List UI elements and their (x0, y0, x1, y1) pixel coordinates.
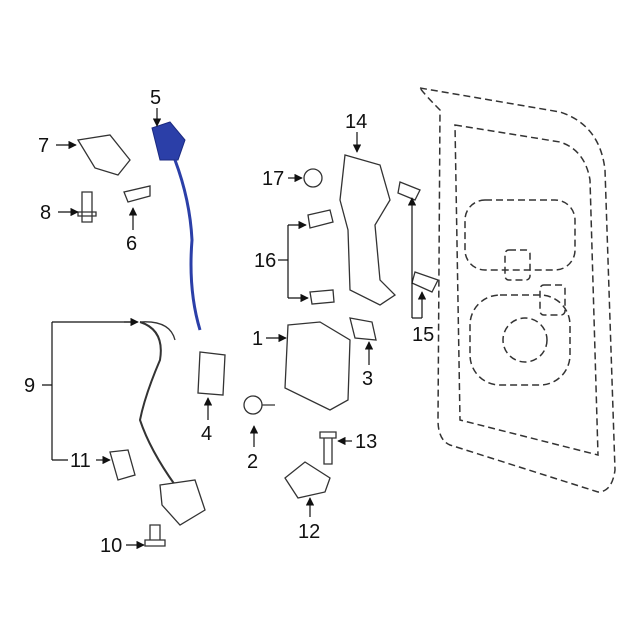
callout-9: 9 (24, 375, 35, 397)
callout-1: 1 (252, 328, 263, 350)
part-4-pad (197, 351, 226, 396)
part-6-bolt (123, 185, 151, 203)
part-1-module (284, 321, 351, 411)
part-7-bracket (76, 134, 131, 176)
callout-8: 8 (40, 202, 51, 224)
callout-15: 15 (412, 324, 434, 346)
callout-17: 17 (262, 168, 284, 190)
callout-3: 3 (362, 368, 373, 390)
part-16-bolt-upper (307, 209, 334, 229)
callout-6: 6 (126, 233, 137, 255)
callout-5: 5 (150, 87, 161, 109)
part-9-cable-assembly (138, 321, 206, 526)
part-5-cable-handle (151, 121, 202, 331)
callout-10: 10 (100, 535, 122, 557)
part-13-bolt (319, 431, 337, 465)
leader-lines (42, 108, 427, 550)
callout-4: 4 (201, 423, 212, 445)
part-8-bolt (77, 191, 97, 223)
callout-2: 2 (247, 451, 258, 473)
callout-13: 13 (355, 431, 377, 453)
part-15-bolt-upper (397, 181, 421, 201)
callout-11: 11 (70, 450, 91, 472)
part-3-clip (349, 317, 377, 341)
part-14-hinge (339, 154, 397, 306)
callout-16: 16 (254, 250, 276, 272)
part-11-clip (109, 449, 136, 481)
part-2-bolt (243, 395, 275, 415)
part-10-pin (144, 524, 166, 547)
callout-7: 7 (38, 135, 49, 157)
part-16-bolt-lower (309, 289, 335, 305)
part-12-bracket (284, 461, 331, 499)
door-panel-outline (418, 86, 616, 493)
callout-12: 12 (298, 521, 320, 543)
callout-14: 14 (345, 111, 367, 133)
part-17-washer (303, 168, 323, 188)
part-15-bolt-lower (411, 271, 439, 293)
